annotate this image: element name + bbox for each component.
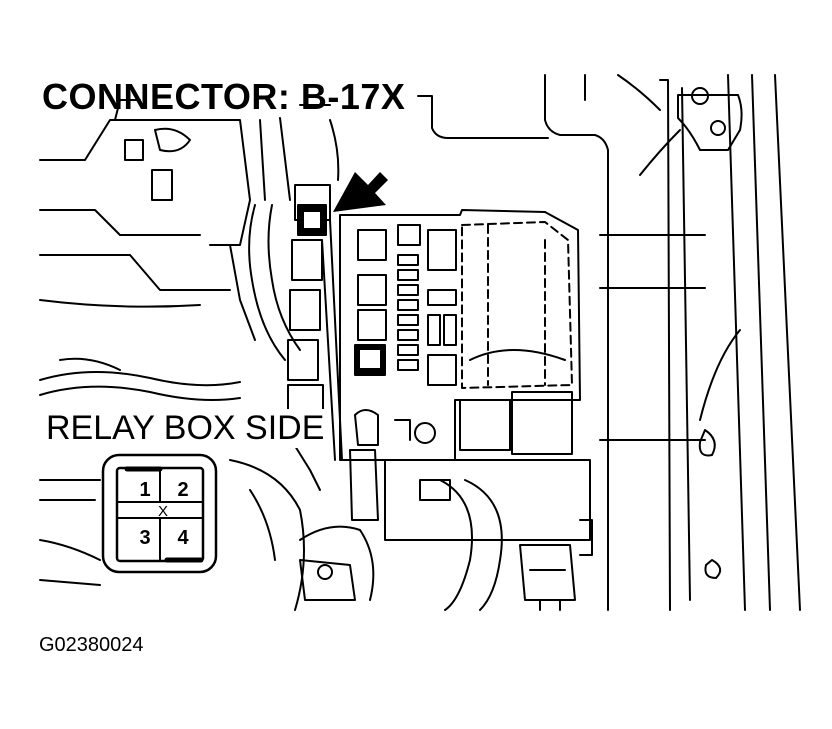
pin-4-label: 4 — [177, 527, 189, 549]
pin-2-label: 2 — [177, 479, 188, 501]
connector-face-diagram: 1 2 3 4 X — [101, 453, 218, 574]
pin-1-label: 1 — [139, 479, 150, 501]
center-mark: X — [158, 503, 168, 520]
figure-code: G02380024 — [39, 634, 144, 656]
title-leader-line — [417, 95, 549, 139]
view-label: RELAY BOX SIDE — [44, 409, 327, 448]
callout-arrow — [333, 172, 388, 212]
connector-title: CONNECTOR: B-17X — [42, 76, 406, 117]
pin-3-label: 3 — [139, 527, 150, 549]
engine-bay-linework — [39, 74, 801, 611]
